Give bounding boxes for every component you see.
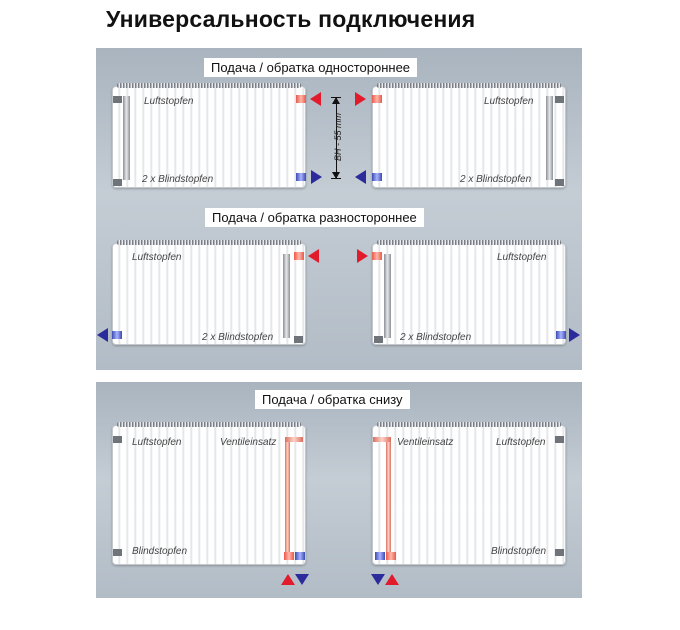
plug-cap	[294, 336, 303, 343]
return-connector	[372, 173, 382, 181]
page-title: Универсальность подключения	[106, 6, 476, 32]
return-arrow-icon	[371, 574, 385, 585]
blindstopfen-label: Blindstopfen	[132, 546, 188, 557]
section-label-bottom: Подача / обратка снизу	[255, 390, 410, 409]
dimension-line	[336, 97, 337, 179]
supply-connector	[372, 252, 382, 260]
bypass-pipe	[546, 96, 553, 180]
valve-insert-pipe	[373, 437, 391, 442]
section-label-cross: Подача / обратка разностороннее	[205, 208, 424, 227]
blindstopfen-label: 2 x Blindstopfen	[460, 174, 532, 185]
plug-cap	[113, 96, 122, 103]
supply-connector	[284, 552, 294, 560]
luftstopfen-label: Luftstopfen	[144, 96, 194, 107]
return-arrow-icon	[569, 328, 580, 342]
supply-connector	[296, 95, 306, 103]
luftstopfen-label: Luftstopfen	[132, 252, 182, 263]
blindstopfen-label: 2 x Blindstopfen	[142, 174, 214, 185]
ventileinsatz-label: Ventileinsatz	[397, 437, 454, 448]
bypass-pipe	[283, 254, 290, 338]
plug-cap	[555, 179, 564, 186]
blindstopfen-label: 2 x Blindstopfen	[202, 332, 274, 343]
plug-cap	[555, 549, 564, 556]
return-connector	[375, 552, 385, 560]
return-connector	[295, 552, 305, 560]
return-arrow-icon	[355, 170, 366, 184]
supply-arrow-icon	[385, 574, 399, 585]
supply-arrow-icon	[310, 92, 321, 106]
bypass-pipe	[384, 254, 391, 338]
supply-arrow-icon	[357, 249, 368, 263]
plug-cap	[555, 436, 564, 443]
plug-cap	[113, 179, 122, 186]
radiator-middle-right	[372, 240, 566, 345]
blindstopfen-label: 2 x Blindstopfen	[400, 332, 472, 343]
plug-cap	[374, 336, 383, 343]
dimension-arrow-down-icon	[332, 172, 340, 179]
plug-cap	[555, 96, 564, 103]
supply-arrow-icon	[281, 574, 295, 585]
bypass-pipe	[123, 96, 130, 180]
luftstopfen-label: Luftstopfen	[484, 96, 534, 107]
supply-connector	[294, 252, 304, 260]
section-label-one-side: Подача / обратка одностороннее	[204, 58, 418, 77]
blindstopfen-label: Blindstopfen	[491, 546, 547, 557]
supply-connector	[386, 552, 396, 560]
supply-arrow-icon	[355, 92, 366, 106]
plug-cap	[113, 549, 122, 556]
return-connector	[112, 331, 122, 339]
supply-arrow-icon	[308, 249, 319, 263]
ventileinsatz-label: Ventileinsatz	[220, 437, 277, 448]
luftstopfen-label: Luftstopfen	[132, 437, 182, 448]
dimension-arrow-up-icon	[332, 97, 340, 104]
luftstopfen-label: Luftstopfen	[496, 437, 546, 448]
supply-connector	[372, 95, 382, 103]
valve-insert-pipe	[285, 440, 290, 558]
radiator-bottom-right	[372, 422, 566, 565]
return-arrow-icon	[97, 328, 108, 342]
radiator-middle-left	[112, 240, 306, 345]
luftstopfen-label: Luftstopfen	[497, 252, 547, 263]
return-connector	[296, 173, 306, 181]
radiator-top-left	[112, 83, 306, 188]
radiator-top-right	[372, 83, 566, 188]
dimension-label: BH - 55 mm	[333, 113, 343, 162]
radiator-bottom-left	[112, 422, 306, 565]
return-arrow-icon	[295, 574, 309, 585]
valve-insert-pipe	[386, 440, 391, 558]
plug-cap	[113, 436, 122, 443]
valve-insert-pipe	[285, 437, 303, 442]
return-arrow-icon	[311, 170, 322, 184]
return-connector	[556, 331, 566, 339]
